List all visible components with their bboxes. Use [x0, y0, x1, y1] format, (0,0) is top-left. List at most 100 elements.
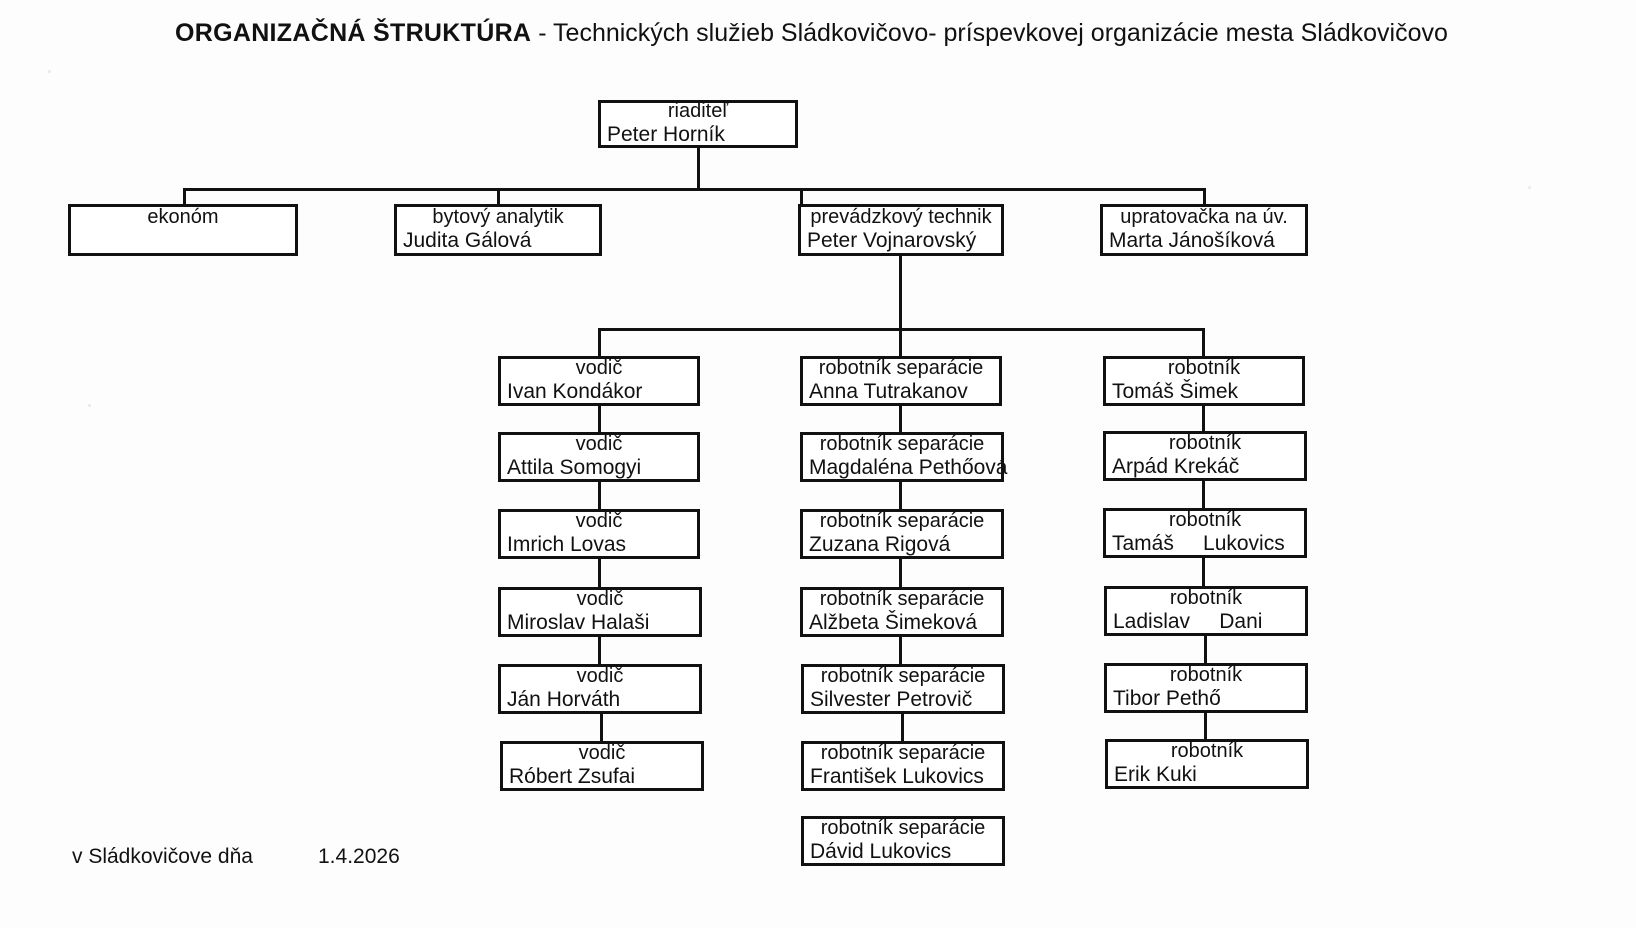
connector-vodic-1-2 — [598, 406, 601, 432]
node-person: Alžbeta Šimeková — [809, 611, 978, 634]
node-person: Judita Gálová — [403, 229, 532, 252]
node-person: Attila Somogyi — [507, 456, 642, 479]
node-person: Tomáš Šimek — [1112, 380, 1239, 403]
node-role: robotník — [1170, 740, 1244, 762]
node-vodic-1[interactable]: vodič Ivan Kondákor — [498, 356, 700, 406]
node-role: robotník — [1168, 509, 1242, 531]
node-role: robotník separácie — [820, 742, 986, 764]
node-role: riaditeľ — [667, 100, 729, 122]
connector-robotnik-2-3 — [1202, 481, 1205, 508]
node-separacia-7[interactable]: robotník separácie Dávid Lukovics — [801, 816, 1005, 866]
node-ekonom[interactable]: ekonóm — [68, 204, 298, 256]
node-prevadzkovy-technik[interactable]: prevádzkový technik Peter Vojnarovský — [798, 204, 1004, 256]
page-title-rest: - Technických služieb Sládkovičovo- prís… — [531, 19, 1448, 47]
node-person: Ivan Kondákor — [507, 380, 643, 403]
node-person: Erik Kuki — [1114, 763, 1197, 786]
node-person: Tibor Pethő — [1113, 687, 1221, 710]
node-role: robotník separácie — [819, 433, 985, 455]
node-person: Arpád Krekáč — [1112, 455, 1240, 478]
node-riaditel[interactable]: riaditeľ Peter Horník — [598, 100, 798, 148]
connector-separacia-2-3 — [899, 482, 902, 509]
footer-place: v Sládkovičove dňa — [72, 845, 253, 868]
node-upratovacka[interactable]: upratovačka na úv. Marta Jánošíková — [1100, 204, 1308, 256]
node-robotnik-5[interactable]: robotník Tibor Pethő — [1104, 663, 1308, 713]
node-separacia-5[interactable]: robotník separácie Silvester Petrovič — [801, 664, 1005, 714]
connector-vodic-5-6 — [600, 714, 603, 741]
node-role: bytový analytik — [432, 206, 564, 228]
node-person: Anna Tutrakanov — [809, 380, 968, 403]
connector-drop-upratovacka — [1203, 188, 1206, 205]
node-separacia-1[interactable]: robotník separácie Anna Tutrakanov — [800, 356, 1002, 406]
node-bytovy-analytik[interactable]: bytový analytik Judita Gálová — [394, 204, 602, 256]
node-role: vodič — [575, 433, 623, 455]
node-person: Tamáš Lukovics — [1112, 532, 1285, 555]
node-role: robotník — [1168, 432, 1242, 454]
node-role: robotník — [1169, 587, 1243, 609]
footer-date: 1.4.2026 — [318, 845, 400, 868]
node-person: Peter Horník — [607, 123, 725, 146]
node-person: Miroslav Halaši — [507, 611, 650, 634]
node-role: vodič — [576, 588, 624, 610]
connector-separacia-3-4 — [899, 559, 902, 587]
node-role: vodič — [575, 357, 623, 379]
node-role: robotník — [1169, 664, 1243, 686]
scan-speck — [1528, 186, 1531, 189]
node-person: Peter Vojnarovský — [807, 229, 977, 252]
node-vodic-2[interactable]: vodič Attila Somogyi — [498, 432, 700, 482]
connector-drop-bytovy-analytik — [497, 188, 500, 205]
node-robotnik-3[interactable]: robotník Tamáš Lukovics — [1103, 508, 1307, 558]
node-vodic-4[interactable]: vodič Miroslav Halaši — [498, 587, 702, 637]
scan-speck — [48, 70, 51, 73]
connector-technik-stem — [899, 256, 902, 328]
connector-separacia-5-6 — [901, 714, 904, 741]
node-vodic-6[interactable]: vodič Róbert Zsufai — [500, 741, 704, 791]
node-person: Silvester Petrovič — [810, 688, 973, 711]
node-vodic-5[interactable]: vodič Ján Horváth — [498, 664, 702, 714]
node-vodic-3[interactable]: vodič Imrich Lovas — [498, 509, 700, 559]
page-title-strong: ORGANIZAČNÁ ŠTRUKTÚRA — [175, 19, 532, 47]
connector-vodic-2-3 — [598, 482, 601, 509]
node-person: Róbert Zsufai — [509, 765, 636, 788]
connector-level2-bus — [183, 188, 1204, 191]
node-robotnik-1[interactable]: robotník Tomáš Šimek — [1103, 356, 1305, 406]
connector-drop-prevadzkovy-technik — [800, 188, 803, 205]
node-separacia-2[interactable]: robotník separácie Magdaléna Pethőová — [800, 432, 1008, 482]
connector-robotnik-1-2 — [1202, 406, 1205, 431]
connector-robotnik-4-5 — [1204, 636, 1207, 663]
node-role: ekonóm — [147, 206, 219, 228]
node-person — [77, 229, 289, 253]
node-person: Magdaléna Pethőová — [809, 456, 1008, 479]
node-role: robotník separácie — [820, 817, 986, 839]
node-person: Ján Horváth — [507, 688, 621, 711]
node-person: Zuzana Rigová — [809, 533, 951, 556]
node-role: vodič — [578, 742, 626, 764]
node-person: Dávid Lukovics — [810, 840, 952, 863]
node-role: robotník separácie — [819, 510, 985, 532]
node-role: upratovačka na úv. — [1120, 206, 1288, 228]
node-person: Ladislav Dani — [1113, 610, 1263, 633]
node-separacia-6[interactable]: robotník separácie František Lukovics — [801, 741, 1005, 791]
node-person: Marta Jánošíková — [1109, 229, 1275, 252]
node-role: vodič — [575, 510, 623, 532]
node-role: robotník separácie — [818, 357, 984, 379]
node-role: prevádzkový technik — [810, 206, 992, 228]
connector-root-stem — [697, 148, 700, 188]
connector-drop-column-separation — [899, 328, 902, 356]
connector-drop-column-drivers — [598, 328, 601, 356]
node-separacia-3[interactable]: robotník separácie Zuzana Rigová — [800, 509, 1004, 559]
node-robotnik-4[interactable]: robotník Ladislav Dani — [1104, 586, 1308, 636]
node-robotnik-6[interactable]: robotník Erik Kuki — [1105, 739, 1309, 789]
connector-drop-column-workers — [1202, 328, 1205, 356]
node-role: robotník — [1167, 357, 1241, 379]
connector-robotnik-3-4 — [1202, 558, 1205, 586]
node-role: vodič — [576, 665, 624, 687]
node-separacia-4[interactable]: robotník separácie Alžbeta Šimeková — [800, 587, 1004, 637]
node-robotnik-2[interactable]: robotník Arpád Krekáč — [1103, 431, 1307, 481]
node-role: robotník separácie — [819, 588, 985, 610]
node-person: František Lukovics — [810, 765, 984, 788]
node-role: robotník separácie — [820, 665, 986, 687]
connector-vodic-4-5 — [598, 637, 601, 664]
scan-speck — [88, 404, 91, 407]
connector-separacia-1-2 — [899, 406, 902, 432]
